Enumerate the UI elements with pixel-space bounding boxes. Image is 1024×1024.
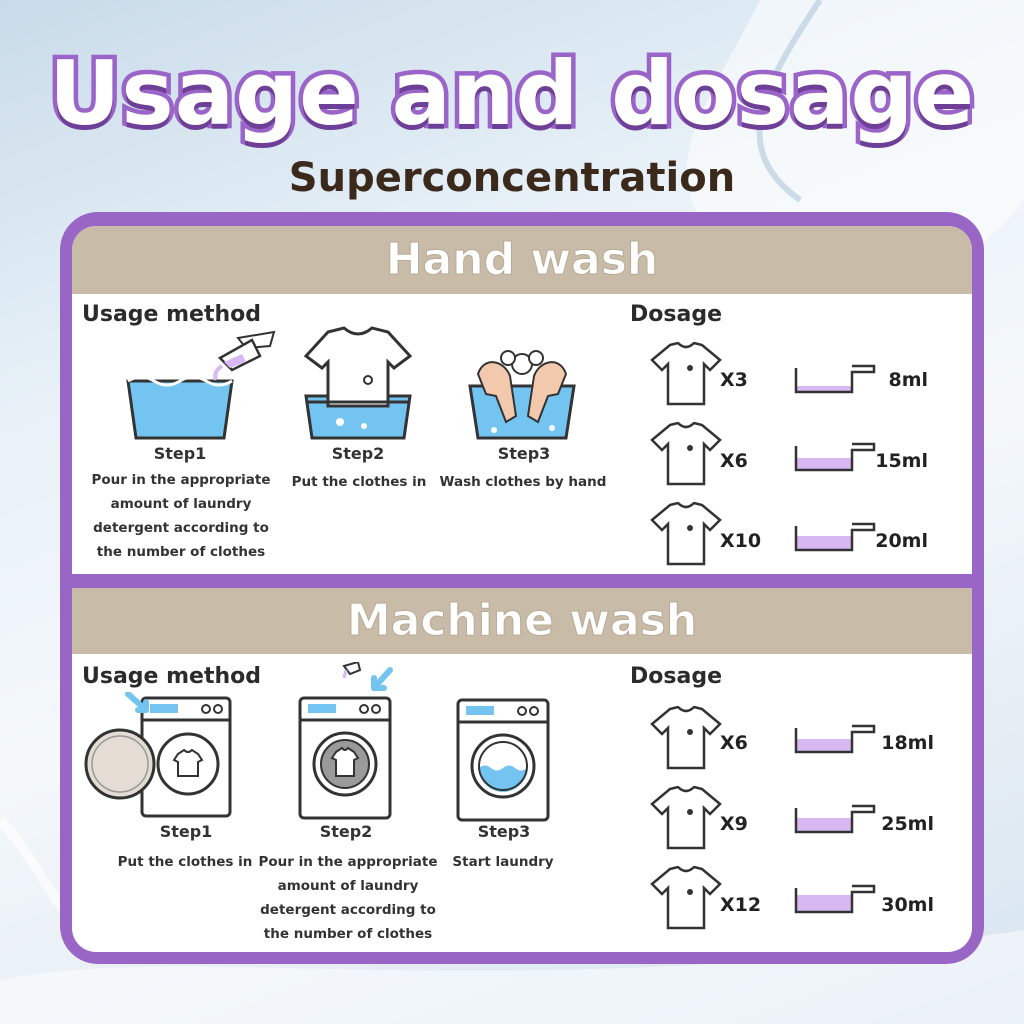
- hand-dosage-count: X6: [720, 450, 748, 472]
- measuring-cup-icon: [794, 442, 876, 472]
- basin-pour-icon: [126, 330, 276, 440]
- hand-dosage-amount: 15ml: [875, 450, 928, 472]
- machine-step1-title: Step1: [159, 822, 213, 841]
- machine-wash-heading: Machine wash: [72, 588, 972, 654]
- machine-dosage-count: X9: [720, 813, 748, 835]
- tshirt-icon: [650, 706, 722, 770]
- washer-open-icon: [84, 692, 232, 818]
- hand-step3-title: Step3: [497, 444, 551, 463]
- measuring-cup-icon: [794, 724, 876, 754]
- measuring-cup-icon: [794, 804, 876, 834]
- machine-wash-section: Machine wash Usage method Dosage Step1 P…: [72, 588, 972, 952]
- tshirt-icon: [650, 786, 722, 850]
- machine-dosage-count: X6: [720, 732, 748, 754]
- hand-wash-icon: [468, 350, 576, 440]
- tshirt-icon: [650, 866, 722, 930]
- hand-step1-title: Step1: [153, 444, 207, 463]
- machine-dosage-amount: 25ml: [881, 813, 934, 835]
- hand-step3-desc: Wash clothes by hand: [439, 474, 607, 490]
- hand-dosage-count: X10: [720, 530, 762, 552]
- washer-pour-icon: [298, 662, 393, 820]
- hand-step1-desc: Pour in the appropriate amount of laundr…: [91, 472, 271, 560]
- hand-dosage-amount: 20ml: [875, 530, 928, 552]
- hand-wash-heading: Hand wash: [72, 226, 972, 294]
- machine-dosage-amount: 30ml: [881, 894, 934, 916]
- page-subtitle: Superconcentration: [288, 155, 736, 201]
- machine-step1-desc: Put the clothes in: [117, 854, 253, 870]
- measuring-cup-icon: [794, 364, 876, 394]
- tshirt-icon: [650, 422, 722, 486]
- machine-step3-title: Step3: [477, 822, 531, 841]
- hand-usage-method-label: Usage method: [82, 302, 262, 327]
- measuring-cup-icon: [794, 884, 876, 914]
- hand-dosage-count: X3: [720, 369, 748, 391]
- machine-step2-title: Step2: [319, 822, 373, 841]
- tshirt-icon: [650, 342, 722, 406]
- hand-step2-title: Step2: [331, 444, 385, 463]
- measuring-cup-icon: [794, 522, 876, 552]
- hand-step2-desc: Put the clothes in: [291, 474, 427, 490]
- hand-dosage-amount: 8ml: [888, 369, 928, 391]
- page-title: Usage and dosage: [44, 38, 978, 150]
- hand-wash-section: Hand wash Usage method Dosage Step1 Pour…: [72, 226, 972, 574]
- machine-dosage-amount: 18ml: [881, 732, 934, 754]
- hand-dosage-label: Dosage: [630, 302, 722, 327]
- tshirt-icon: [650, 502, 722, 566]
- machine-step3-desc: Start laundry: [452, 854, 554, 870]
- washer-start-icon: [456, 698, 550, 822]
- machine-usage-method-label: Usage method: [82, 664, 262, 689]
- machine-step2-desc: Pour in the appropriate amount of laundr…: [258, 854, 438, 942]
- machine-dosage-count: X12: [720, 894, 762, 916]
- machine-dosage-label: Dosage: [630, 664, 722, 689]
- tshirt-basin-icon: [303, 326, 413, 440]
